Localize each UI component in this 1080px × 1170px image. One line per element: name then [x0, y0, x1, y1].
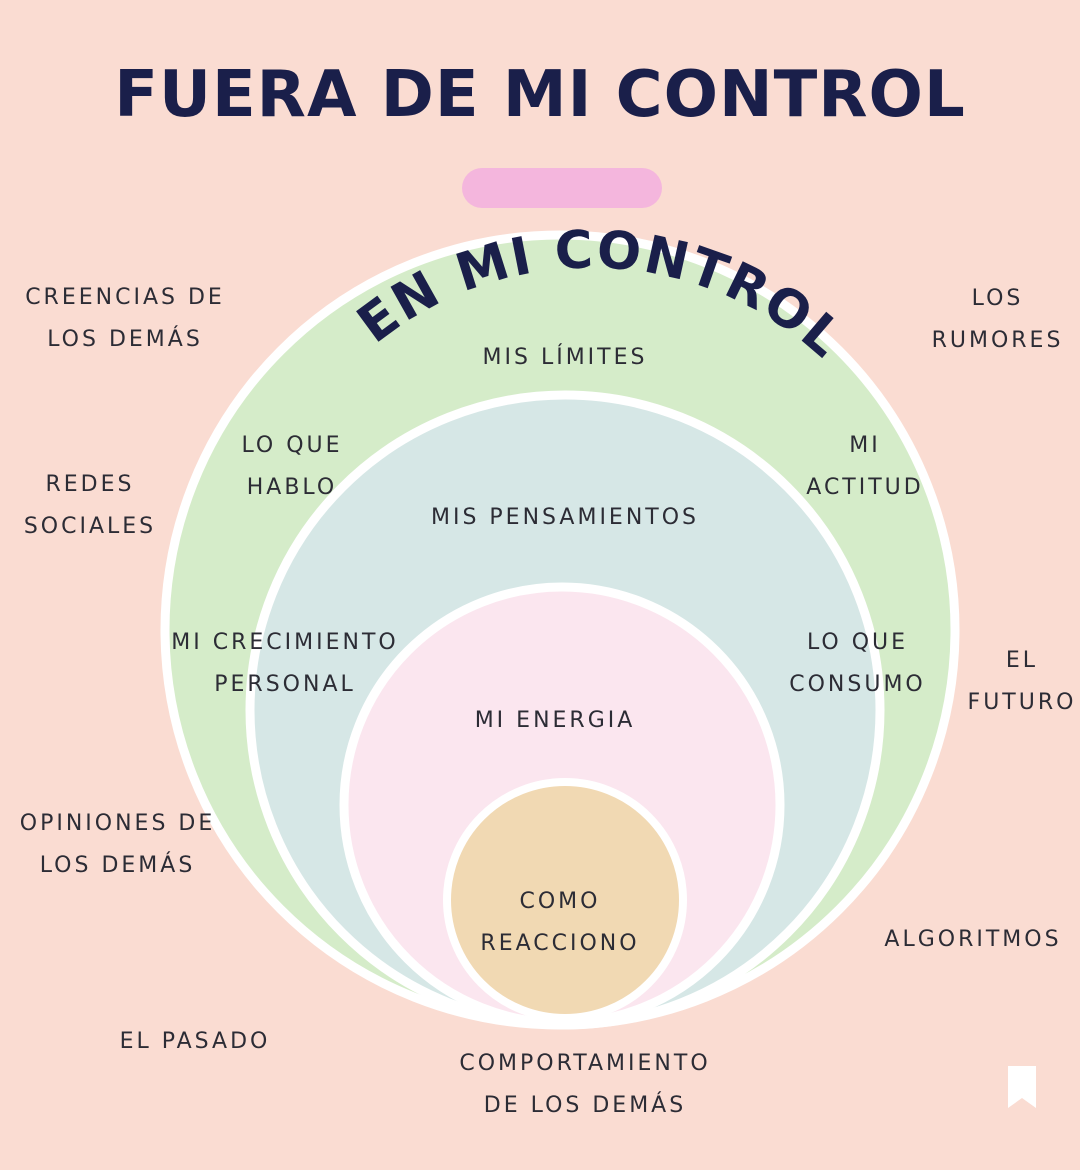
- outer-ring-item: LO QUE HABLO: [241, 433, 343, 500]
- outside-item: CREENCIAS DE LOS DEMÁS: [25, 285, 225, 352]
- outside-item: ALGORITMOS: [884, 927, 1062, 952]
- outside-item: OPINIONES DE LOS DEMÁS: [19, 811, 216, 878]
- inner-ring-label: MI ENERGIA: [474, 708, 636, 733]
- outside-item: EL FUTURO: [967, 648, 1077, 715]
- core-label: COMO REACCIONO: [480, 889, 640, 956]
- outer-ring-item: MI ACTITUD: [806, 433, 924, 500]
- outside-item: LOS RUMORES: [931, 286, 1064, 353]
- page-title: FUERA DE MI CONTROL: [114, 58, 966, 132]
- outside-item: REDES SOCIALES: [23, 472, 157, 539]
- outer-ring-item: MI CRECIMIENTO PERSONAL: [171, 630, 399, 697]
- middle-ring-label: MIS PENSAMIENTOS: [430, 505, 700, 530]
- outer-ring-item: LO QUE CONSUMO: [789, 630, 926, 697]
- outside-item: EL PASADO: [119, 1029, 271, 1054]
- outside-item: COMPORTAMIENTO DE LOS DEMÁS: [459, 1051, 711, 1118]
- bookmark-icon[interactable]: [1006, 1064, 1038, 1110]
- core-circle: [443, 778, 687, 1022]
- outer-ring-item: MIS LÍMITES: [482, 345, 648, 370]
- accent-bar: [462, 168, 662, 208]
